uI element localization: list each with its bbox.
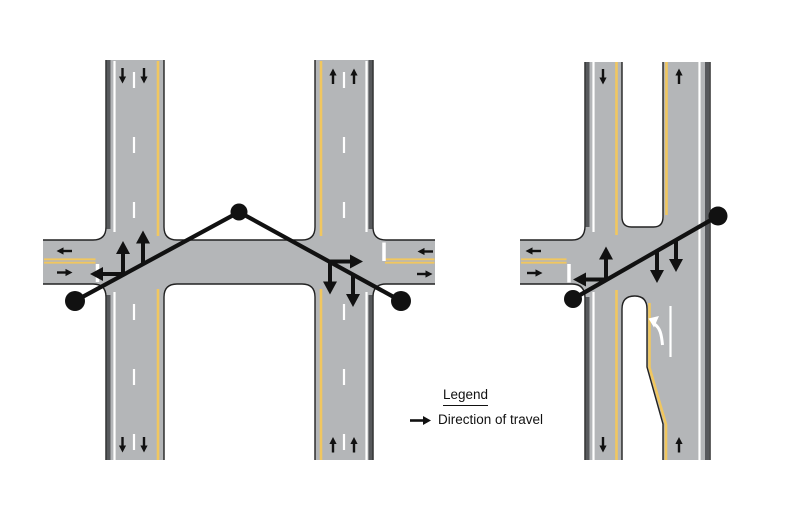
road-outlines [520, 62, 711, 460]
lane-markings [521, 62, 701, 460]
legend-heading: Legend [443, 387, 489, 407]
legend-item-direction-of-travel: Direction of travel [410, 412, 543, 428]
one-way-pair-diagram [43, 60, 435, 460]
right-arrow-icon [410, 415, 431, 425]
median-island-outline [621, 295, 664, 460]
path-endpoint [65, 291, 85, 311]
path-endpoint [391, 291, 411, 311]
road-surface [520, 62, 710, 460]
road-outlines [43, 60, 435, 460]
travel-path [65, 203, 411, 311]
path-endpoint [564, 290, 582, 308]
legend-item-label: Direction of travel [438, 412, 544, 428]
road-surface [43, 60, 435, 460]
edge-bands [106, 60, 373, 460]
travel-path [564, 206, 728, 308]
edge-bands [585, 62, 709, 460]
lane-markings [44, 61, 435, 460]
median-gap-outline [621, 62, 664, 228]
turn-pocket-yellow [648, 303, 668, 460]
path-vertex [230, 203, 248, 221]
left-turn-lane-arrow [648, 316, 664, 346]
legend: Legend Direction of travel [410, 387, 543, 428]
divided-street-diagram [520, 62, 728, 460]
path-endpoint [708, 206, 728, 226]
